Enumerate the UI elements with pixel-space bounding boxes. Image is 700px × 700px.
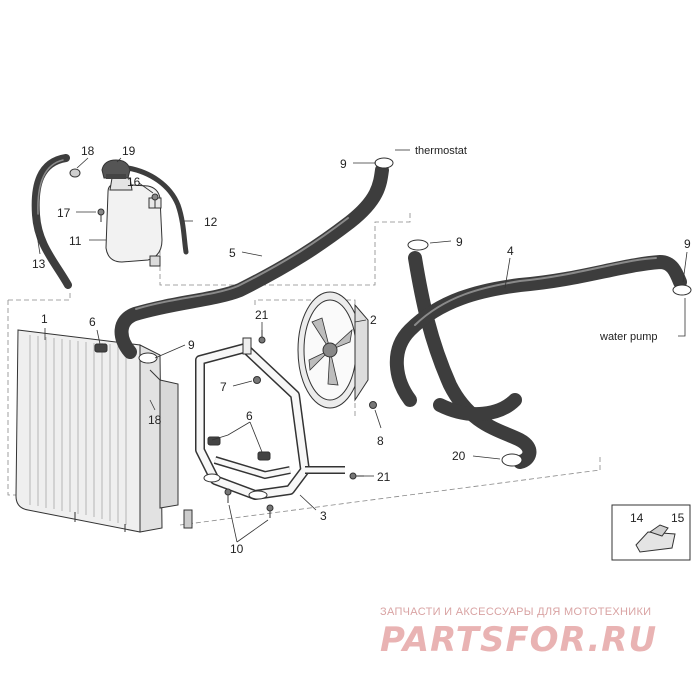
hose-12 [125,165,189,255]
callout-8: 8 [377,434,384,448]
callout-9b: 9 [456,235,463,249]
clamp-9-radiator [138,352,158,364]
callout-21b: 21 [377,470,391,484]
screw-17 [97,208,105,222]
grommet-6-radiator [94,343,108,353]
watermark-logo: PARTSFOR.RU [380,620,658,660]
callout-2: 2 [370,313,377,327]
callout-16: 16 [127,175,141,189]
clamp-9-pump-hose [407,239,429,251]
bolt-7 [253,376,261,384]
callout-3: 3 [320,509,327,523]
watermark-footer: ЗАПЧАСТИ И АКСЕССУАРЫ ДЛЯ МОТОТЕХНИКИ PA… [380,606,690,660]
callout-9d: 9 [188,338,195,352]
callout-20: 20 [452,449,466,463]
fan-bracket-3 [195,337,345,500]
label-water-pump: water pump [599,331,657,343]
callout-9c: 9 [684,237,691,251]
callout-18b: 18 [148,413,162,427]
hose-4 [389,251,687,469]
hose-5 [114,163,389,359]
bolt-8 [369,401,377,409]
bolt-10-right [266,504,274,518]
callout-6a: 6 [89,315,96,329]
callout-11: 11 [69,234,82,248]
clip-18-upper [69,168,81,178]
clamp-20 [501,453,523,467]
hose-13 [31,154,72,289]
callout-13: 13 [32,257,46,271]
callout-7: 7 [220,380,227,394]
leader-lines [36,149,688,543]
callout-14: 14 [630,511,644,525]
callout-9a: 9 [340,157,347,171]
callout-18a: 18 [81,144,95,158]
radiator-1 [15,329,193,533]
callout-17: 17 [57,206,71,220]
callout-19: 19 [122,144,136,158]
tank-cap-19 [101,159,131,179]
callout-15: 15 [671,511,685,525]
callout-6b: 6 [246,409,253,423]
bolt-10-left [224,488,232,503]
clamp-9-water-pump [672,284,692,296]
cooling-fan-2 [297,291,369,409]
callout-4: 4 [507,244,514,258]
callout-12: 12 [204,215,218,229]
callout-1: 1 [41,312,48,326]
callout-21a: 21 [255,308,269,322]
clamp-9-thermostat [374,157,394,169]
inset-box-14-15 [611,504,691,561]
grommet-6-bracket [207,436,271,461]
screw-16 [151,193,159,208]
callout-numbers: 1 2 3 4 5 6 6 7 8 9 9 9 9 10 11 12 13 14… [32,144,691,556]
label-thermostat: thermostat [415,145,467,157]
callout-5: 5 [229,246,236,260]
expansion-tank-11 [105,177,163,267]
bolt-21-upper [258,330,266,344]
callout-10: 10 [230,542,244,556]
watermark-caption: ЗАПЧАСТИ И АКСЕССУАРЫ ДЛЯ МОТОТЕХНИКИ [380,606,652,618]
